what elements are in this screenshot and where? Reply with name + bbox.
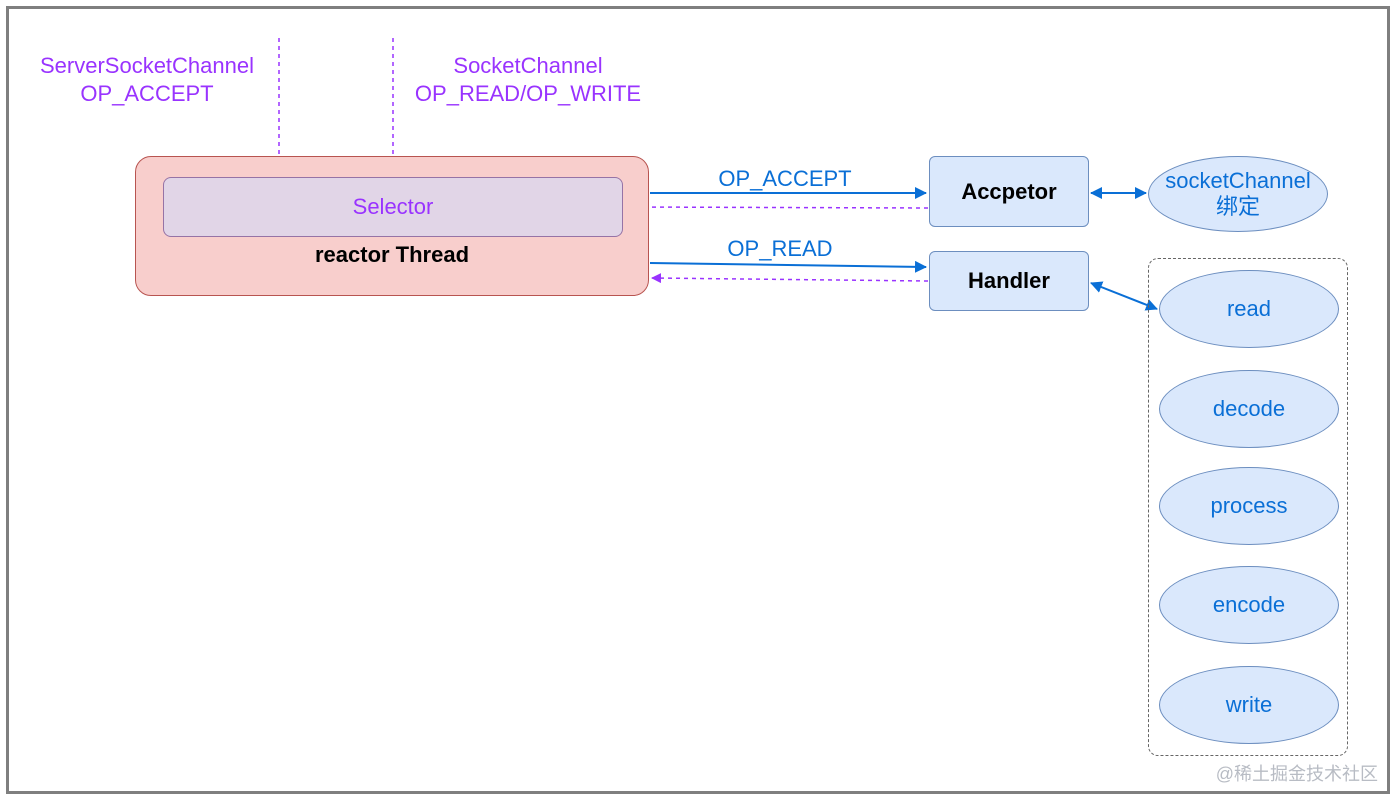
server-channel-op: OP_ACCEPT: [80, 81, 214, 106]
socket-channel-binding-ellipse: socketChannel 绑定: [1148, 156, 1328, 232]
step-label: read: [1226, 296, 1272, 321]
step-process: process: [1159, 467, 1339, 545]
step-label: process: [1210, 493, 1288, 518]
handler-read-arrow: [1090, 281, 1158, 311]
binding-line1: socketChannel: [1165, 168, 1311, 193]
handler-label: Handler: [968, 268, 1050, 293]
step-write: write: [1159, 666, 1339, 744]
handler-box: Handler: [929, 251, 1089, 311]
socket-channel-name: SocketChannel: [453, 53, 603, 78]
acceptor-label: Accpetor: [961, 178, 1057, 204]
diagram-frame: [6, 6, 1390, 794]
step-label: decode: [1212, 396, 1286, 421]
reactor-thread-label: reactor Thread: [314, 242, 470, 267]
step-label: encode: [1212, 592, 1286, 617]
socket-channel-label: SocketChannel OP_READ/OP_WRITE: [400, 52, 656, 108]
watermark: @稀土掘金技术社区: [1215, 764, 1378, 784]
read-dispatch-arrow: [649, 260, 927, 273]
binding-line2: 绑定: [1215, 194, 1260, 219]
step-label: write: [1225, 692, 1273, 717]
server-channel-label: ServerSocketChannel OP_ACCEPT: [20, 52, 274, 108]
socket-channel-op: OP_READ/OP_WRITE: [414, 81, 642, 106]
selector-label: Selector: [352, 194, 434, 219]
acceptor-return-arrow: [625, 202, 929, 213]
op-accept-edge-label: OP_ACCEPT: [718, 166, 852, 191]
handler-steps-group: [1148, 258, 1348, 756]
handler-return-arrow: [651, 273, 929, 284]
server-channel-name: ServerSocketChannel: [39, 53, 254, 78]
op-read-edge-label: OP_READ: [727, 236, 833, 261]
acceptor-box: Accpetor: [929, 156, 1089, 227]
selector-box: Selector: [163, 177, 623, 237]
step-read: read: [1159, 270, 1339, 348]
step-decode: decode: [1159, 370, 1339, 448]
step-encode: encode: [1159, 566, 1339, 644]
